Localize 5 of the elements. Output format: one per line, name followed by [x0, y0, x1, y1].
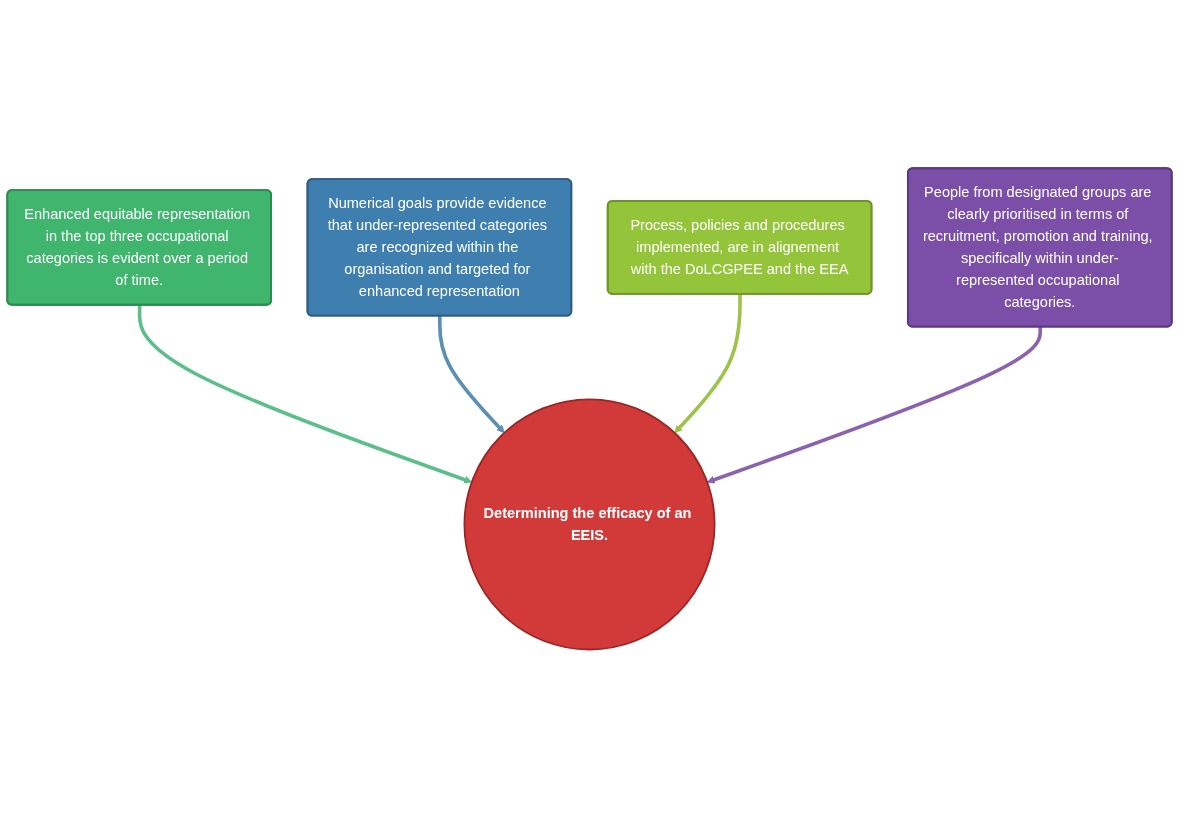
arrow	[137, 304, 473, 484]
node-circle: Determining the efficacy of an EEIS.	[463, 398, 716, 650]
arrow	[437, 315, 505, 433]
arrow	[706, 326, 1043, 484]
arrow	[674, 293, 742, 433]
